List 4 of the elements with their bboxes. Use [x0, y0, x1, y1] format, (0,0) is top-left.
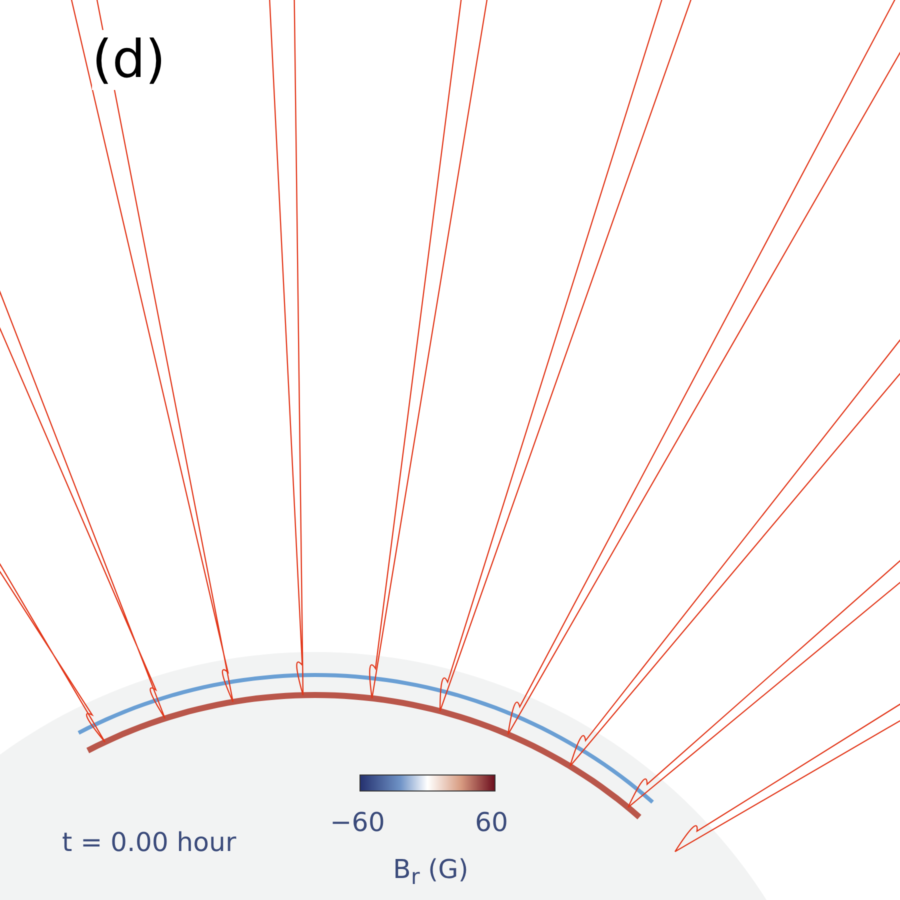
colorbar-max-label: 60 [475, 808, 508, 838]
colorbar-title: B$_{r}$ (G) [393, 855, 468, 890]
time-label: t = 0.00 hour [62, 828, 236, 858]
colorbar-min-label: −60 [330, 808, 385, 838]
